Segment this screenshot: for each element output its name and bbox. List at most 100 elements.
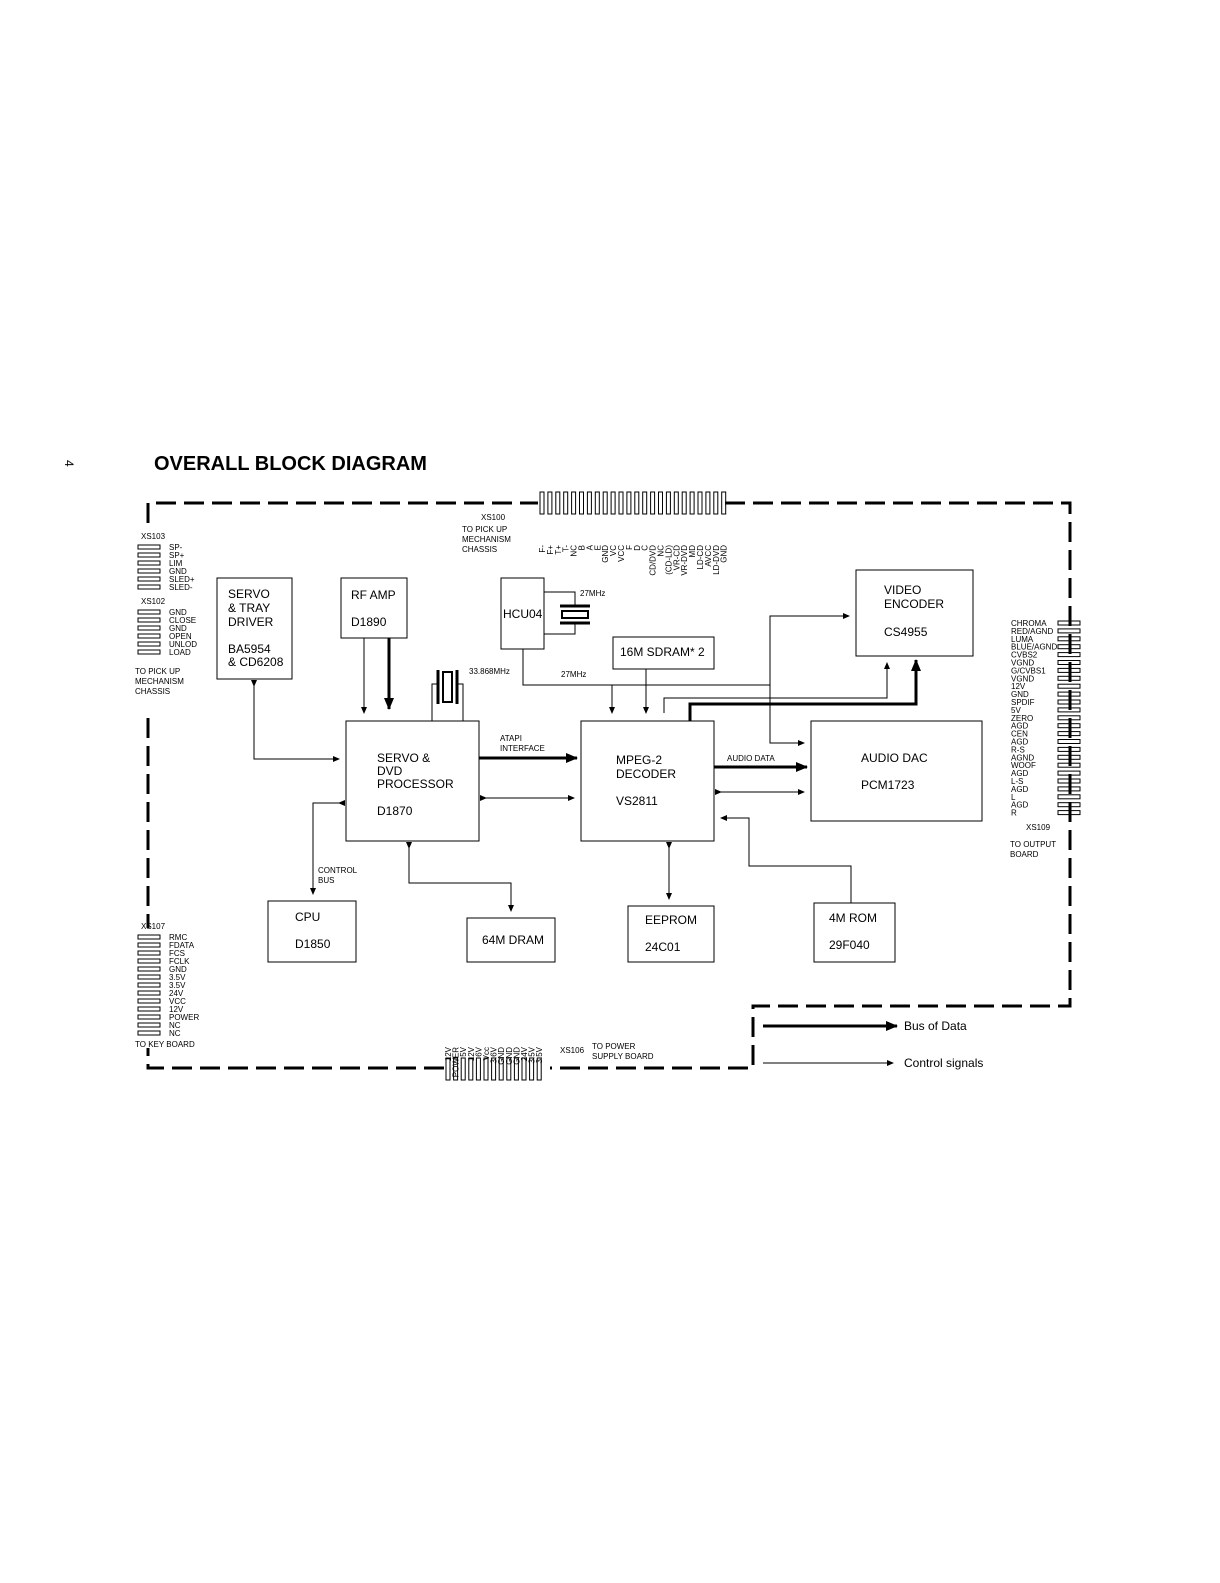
xs109-pin-label: L-S <box>1011 777 1023 786</box>
xs107-pin-label: 3.5V <box>169 973 186 982</box>
xs100-pin-label: F- <box>538 545 547 553</box>
xs103-pin <box>137 560 161 566</box>
rom-box <box>813 902 896 963</box>
xs100-pin-label: CD/DVD <box>649 545 658 576</box>
audio-data-label: AUDIO DATA <box>727 754 775 763</box>
video-encoder-box <box>855 569 974 657</box>
xs109-pin-label: AGD <box>1011 785 1029 794</box>
xs109-pin-label: 12V <box>1011 682 1026 691</box>
xs109-pin <box>1057 715 1081 721</box>
sdram-box <box>612 636 715 670</box>
xs109-pin-label: CVBS2 <box>1011 651 1038 660</box>
xs109-pin-label: AGD <box>1011 769 1029 778</box>
xs106-pin-label: 5V <box>459 1046 468 1056</box>
xs100-pin <box>673 491 679 515</box>
servo-tray-driver-box <box>216 577 293 680</box>
xs107-pin <box>137 990 161 996</box>
xs106-pin-label: GND <box>497 1047 506 1065</box>
xs107-pin <box>137 950 161 956</box>
audio-dac-text: AUDIO DAC PCM1723 <box>861 751 931 792</box>
xs102-pin-label: GND <box>169 608 187 617</box>
xs103-pin <box>137 576 161 582</box>
rf-amp-text: RF AMP D1890 <box>351 588 399 629</box>
hcu04-text: HCU04 <box>503 607 543 621</box>
xs100-pin <box>658 491 663 515</box>
connector-xs109: CHROMARED/AGNDLUMABLUE/AGNDCVBS2VGNDG/CV… <box>1011 619 1081 818</box>
xs102-desc: TO PICK UP MECHANISM CHASSIS <box>135 667 186 696</box>
xs109-pin <box>1057 770 1081 776</box>
xs100-pin-label: LD-CD <box>696 545 705 570</box>
xs109-pin-label: CEN <box>1011 730 1028 739</box>
xs106-pin-label: 6V <box>474 1046 483 1056</box>
xs103-pin <box>137 584 161 590</box>
xs109-pin <box>1057 660 1081 665</box>
xs106-pin <box>475 1057 481 1081</box>
xs109-pin <box>1057 691 1081 697</box>
page-title: OVERALL BLOCK DIAGRAM <box>154 453 427 475</box>
crystal-27mhz-symbol <box>544 591 590 635</box>
xs107-pin-label: 3.5V <box>169 981 186 990</box>
xs102-pin <box>137 609 161 615</box>
xs109-pin-label: VGND <box>1011 659 1034 668</box>
servo-processor-box <box>345 720 480 842</box>
xs109-pin <box>1057 794 1081 800</box>
xs106-pin-label: POWER <box>452 1047 461 1077</box>
xs100-pin-label: D <box>633 545 642 551</box>
xs100-pin <box>713 491 719 515</box>
rom-text: 4M ROM 29F040 <box>829 911 880 952</box>
xs100-pin-label: AVCC <box>704 545 713 567</box>
xs102-pin <box>137 633 161 639</box>
xs109-pin <box>1057 723 1081 729</box>
xs100-pin-label: (CD-LD) <box>664 545 673 575</box>
xs106-pin <box>453 1057 459 1081</box>
xs100-pin-label: VCC <box>617 545 626 562</box>
xs102-pin <box>137 617 161 623</box>
data-buses <box>384 638 921 1031</box>
xs106-pin <box>491 1057 497 1081</box>
xs100-pin-label: VC <box>609 545 618 556</box>
xs109-label: XS109 <box>1026 823 1051 832</box>
xs100-pin <box>634 491 640 515</box>
xs106-pin-label: GND <box>505 1047 514 1065</box>
xs107-pin-label: 12V <box>169 1005 184 1014</box>
servo-tray-driver-text: SERVO & TRAY DRIVER BA5954 & CD6208 <box>228 587 284 669</box>
xs109-pin <box>1057 802 1081 808</box>
xs107-pin-label: NC <box>169 1029 181 1038</box>
xs100-pin <box>689 491 695 515</box>
xs107-pin-label: VCC <box>169 997 186 1006</box>
xs109-pin <box>1057 731 1081 737</box>
xs100-desc: TO PICK UP MECHANISM CHASSIS <box>462 525 513 554</box>
xs100-pin <box>602 491 608 515</box>
xs109-pin <box>1057 786 1081 792</box>
xs109-pin-label: R <box>1011 809 1017 818</box>
xs109-pin-label: 5V <box>1011 706 1021 715</box>
xs107-pin <box>137 974 161 980</box>
xs106-pin-label: Vcc <box>482 1047 491 1060</box>
xs102-pin-label: GND <box>169 624 187 633</box>
xs107-pin <box>137 966 161 972</box>
xs109-pin <box>1057 628 1081 634</box>
xs103-pin <box>137 544 161 550</box>
xs107-pin <box>137 942 161 948</box>
xs107-pin <box>137 1014 161 1020</box>
xs102-pin <box>137 649 161 655</box>
xs100-pin <box>610 491 616 515</box>
xs109-pin <box>1057 754 1081 760</box>
legend-control-label: Control signals <box>904 1056 983 1070</box>
xs100-pin-label: T- <box>562 545 571 552</box>
xs103-label: XS103 <box>141 532 166 541</box>
xs103-pin-label: SLED+ <box>169 575 195 584</box>
xs100-pin-label: GND <box>601 545 610 563</box>
xs109-pin <box>1057 778 1081 784</box>
xs109-pin <box>1057 652 1081 658</box>
xs109-pin-label: R-S <box>1011 745 1025 754</box>
connector-xs106: 12VPOWER5V12V6VVcc3.6VGNDGNDGND24V3.5V3.… <box>444 1046 544 1081</box>
xs102-pin-label: CLOSE <box>169 616 196 625</box>
xs109-pin-label: AGD <box>1011 722 1029 731</box>
xs106-pin-label: GND <box>512 1047 521 1065</box>
xs106-pin <box>521 1057 527 1081</box>
xs103-pin-label: SLED- <box>169 583 193 592</box>
xs107-pin <box>137 1006 161 1012</box>
xs109-pin-label: G/CVBS1 <box>1011 666 1046 675</box>
